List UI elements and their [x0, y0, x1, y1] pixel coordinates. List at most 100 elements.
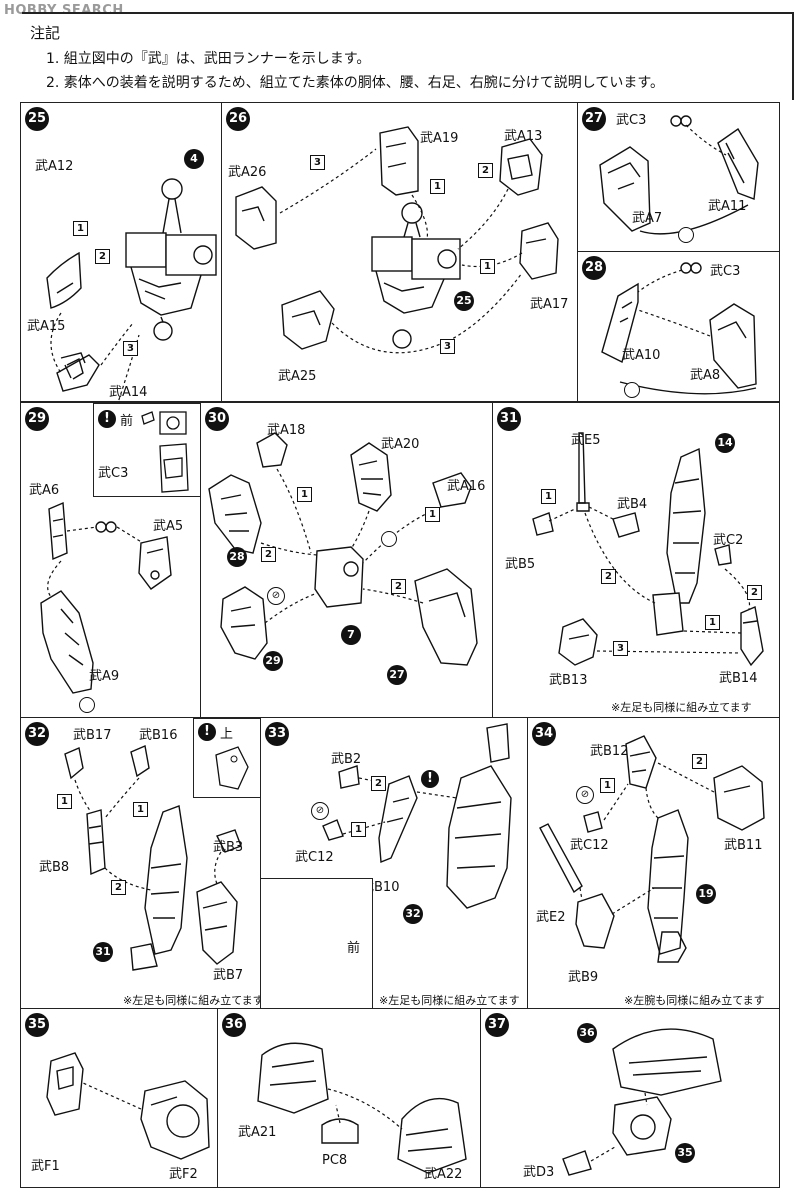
- step-34-part-label: 武B9: [568, 970, 599, 985]
- cut-gate-icon: [381, 531, 397, 547]
- step-29-inset-label: 武C3: [98, 466, 129, 481]
- cap-icon: ⊘: [576, 786, 594, 804]
- step-26-part-label: 武A25: [278, 369, 317, 384]
- step-30-ref-badge: 27: [387, 665, 407, 685]
- step-37-number: 37: [485, 1013, 509, 1037]
- step-30-substep: 1: [297, 487, 312, 502]
- step-31-panel: 31 武E5 武B4 武B5 武C2 武B13 武B14 14 1 2 1 2 …: [492, 402, 780, 718]
- step-32-inset: ! 上: [193, 718, 260, 798]
- step-26-part-label: 武A17: [530, 297, 569, 312]
- step-26-part-label: 武A13: [504, 129, 543, 144]
- cap-icon: ⊘: [267, 587, 285, 605]
- step-31-substep: 2: [601, 569, 616, 584]
- step-29-part-label: 武A5: [153, 519, 184, 534]
- step-31-number: 31: [497, 407, 521, 431]
- step-28-drawing: [601, 262, 757, 395]
- step-26-substep: 3: [440, 339, 455, 354]
- step-27-drawing: [599, 115, 759, 235]
- step-30-ref-badge: 28: [227, 547, 247, 567]
- step-29-inset: ! 前 武C3: [93, 403, 200, 497]
- step-31-drawing: [532, 432, 764, 667]
- step-27-part-label: 武C3: [616, 113, 647, 128]
- step-31-footnote: ※左足も同様に組み立てます: [611, 701, 752, 714]
- step-31-part-label: 武B4: [617, 497, 648, 512]
- step-33-inset-note: 前: [347, 941, 361, 956]
- step-25-substep: 2: [95, 249, 110, 264]
- step-34-substep: 2: [692, 754, 707, 769]
- step-37-panel: 37 武D3 36 35: [480, 1008, 780, 1188]
- step-32-number: 32: [25, 722, 49, 746]
- step-27-number: 27: [582, 107, 606, 131]
- step-28-part-label: 武A10: [622, 348, 661, 363]
- step-25-part-label: 武A14: [109, 385, 148, 400]
- step-32-part-label: 武B17: [73, 728, 112, 743]
- step-26-part-label: 武A26: [228, 165, 267, 180]
- step-31-part-label: 武B13: [549, 673, 588, 688]
- step-30-substep: 2: [261, 547, 276, 562]
- step-28-part-label: 武C3: [710, 264, 741, 279]
- step-29-inset-note: 前: [120, 414, 134, 429]
- step-30-part-label: 武A16: [447, 479, 486, 494]
- step-25-substep: 1: [73, 221, 88, 236]
- step-26-substep: 3: [310, 155, 325, 170]
- step-32-inset-note: 上: [220, 727, 234, 742]
- step-25-drawing: [46, 178, 217, 401]
- step-26-drawing: [235, 126, 559, 354]
- step-34-footnote: ※左腕も同様に組み立てます: [624, 994, 765, 1007]
- step-30-part-label: 武A18: [267, 423, 306, 438]
- cut-gate-icon: [79, 697, 95, 713]
- step-34-ref-badge: 19: [696, 884, 716, 904]
- step-36-part-label: 武A21: [238, 1125, 277, 1140]
- notes-line-2: 2. 素体への装着を説明するため、組立てた素体の胴体、腰、右足、右腕に分けて説明…: [46, 75, 664, 91]
- step-31-substep: 1: [705, 615, 720, 630]
- step-37-ref-badge: 35: [675, 1143, 695, 1163]
- step-30-number: 30: [205, 407, 229, 431]
- step-29-number: 29: [25, 407, 49, 431]
- step-30-drawing: [208, 432, 478, 666]
- step-31-substep: 2: [747, 585, 762, 600]
- step-36-part-label: PC8: [322, 1153, 348, 1168]
- step-32-drawing: [64, 745, 242, 971]
- step-30-ref-badge: 29: [263, 651, 283, 671]
- caution-icon: !: [421, 770, 439, 788]
- step-27-part-label: 武A7: [632, 211, 663, 226]
- step-31-ref-badge: 14: [715, 433, 735, 453]
- step-32-footnote: ※左足も同様に組み立てます: [123, 994, 261, 1007]
- step-32-part-label: 武B16: [139, 728, 178, 743]
- step-33-substep: 2: [371, 776, 386, 791]
- step-32-panel: 32 ! 上 武B17 武B16 武B8 武B3 武B7 31 1 1 2 ※左…: [20, 717, 261, 1009]
- step-36-panel: 36 武A21 PC8 武A22: [217, 1008, 481, 1188]
- step-33-substep: 1: [351, 822, 366, 837]
- step-34-part-label: 武C12: [570, 838, 609, 853]
- step-29-drawing: [40, 501, 172, 694]
- step-28-number: 28: [582, 256, 606, 280]
- step-26-panel: 26 武A26 武A19 武A13 武A17 武A25 25 3 1 2 1 3: [221, 102, 578, 402]
- step-25-substep: 3: [123, 341, 138, 356]
- step-30-part-label: 武A20: [381, 437, 420, 452]
- step-33-inset: 前: [261, 878, 373, 1008]
- step-25-part-label: 武A12: [35, 159, 74, 174]
- step-35-panel: 35 武F1 武F2: [20, 1008, 218, 1188]
- step-32-part-label: 武B3: [213, 840, 244, 855]
- step-31-part-label: 武E5: [571, 433, 601, 448]
- step-34-drawing: [539, 735, 765, 963]
- step-30-ref-badge: 7: [341, 625, 361, 645]
- step-26-substep: 1: [480, 259, 495, 274]
- step-37-ref-badge: 36: [577, 1023, 597, 1043]
- step-31-substep: 3: [613, 641, 628, 656]
- step-30-substep: 1: [425, 507, 440, 522]
- step-37-drawing: [562, 1028, 722, 1176]
- step-36-number: 36: [222, 1013, 246, 1037]
- step-25-panel: 25 武A12 武A15 武A14 4 1 2 3: [20, 102, 222, 402]
- step-34-part-label: 武B11: [724, 838, 763, 853]
- step-30-panel: 30 武A18 武A20 武A16 28 7 29 27 1 2 1 2 ⊘: [200, 402, 493, 718]
- notes-box: 注記 1. 組立図中の『武』は、武田ランナーを示します。 2. 素体への装着を説…: [22, 12, 794, 100]
- step-33-number: 33: [265, 722, 289, 746]
- step-32-substep: 1: [133, 802, 148, 817]
- step-32-substep: 2: [111, 880, 126, 895]
- step-35-part-label: 武F1: [31, 1159, 60, 1174]
- step-34-substep: 1: [600, 778, 615, 793]
- step-32-substep: 1: [57, 794, 72, 809]
- step-25-ref-badge: 4: [184, 149, 204, 169]
- step-28-panel: 28 武C3 武A10 武A8: [577, 251, 780, 402]
